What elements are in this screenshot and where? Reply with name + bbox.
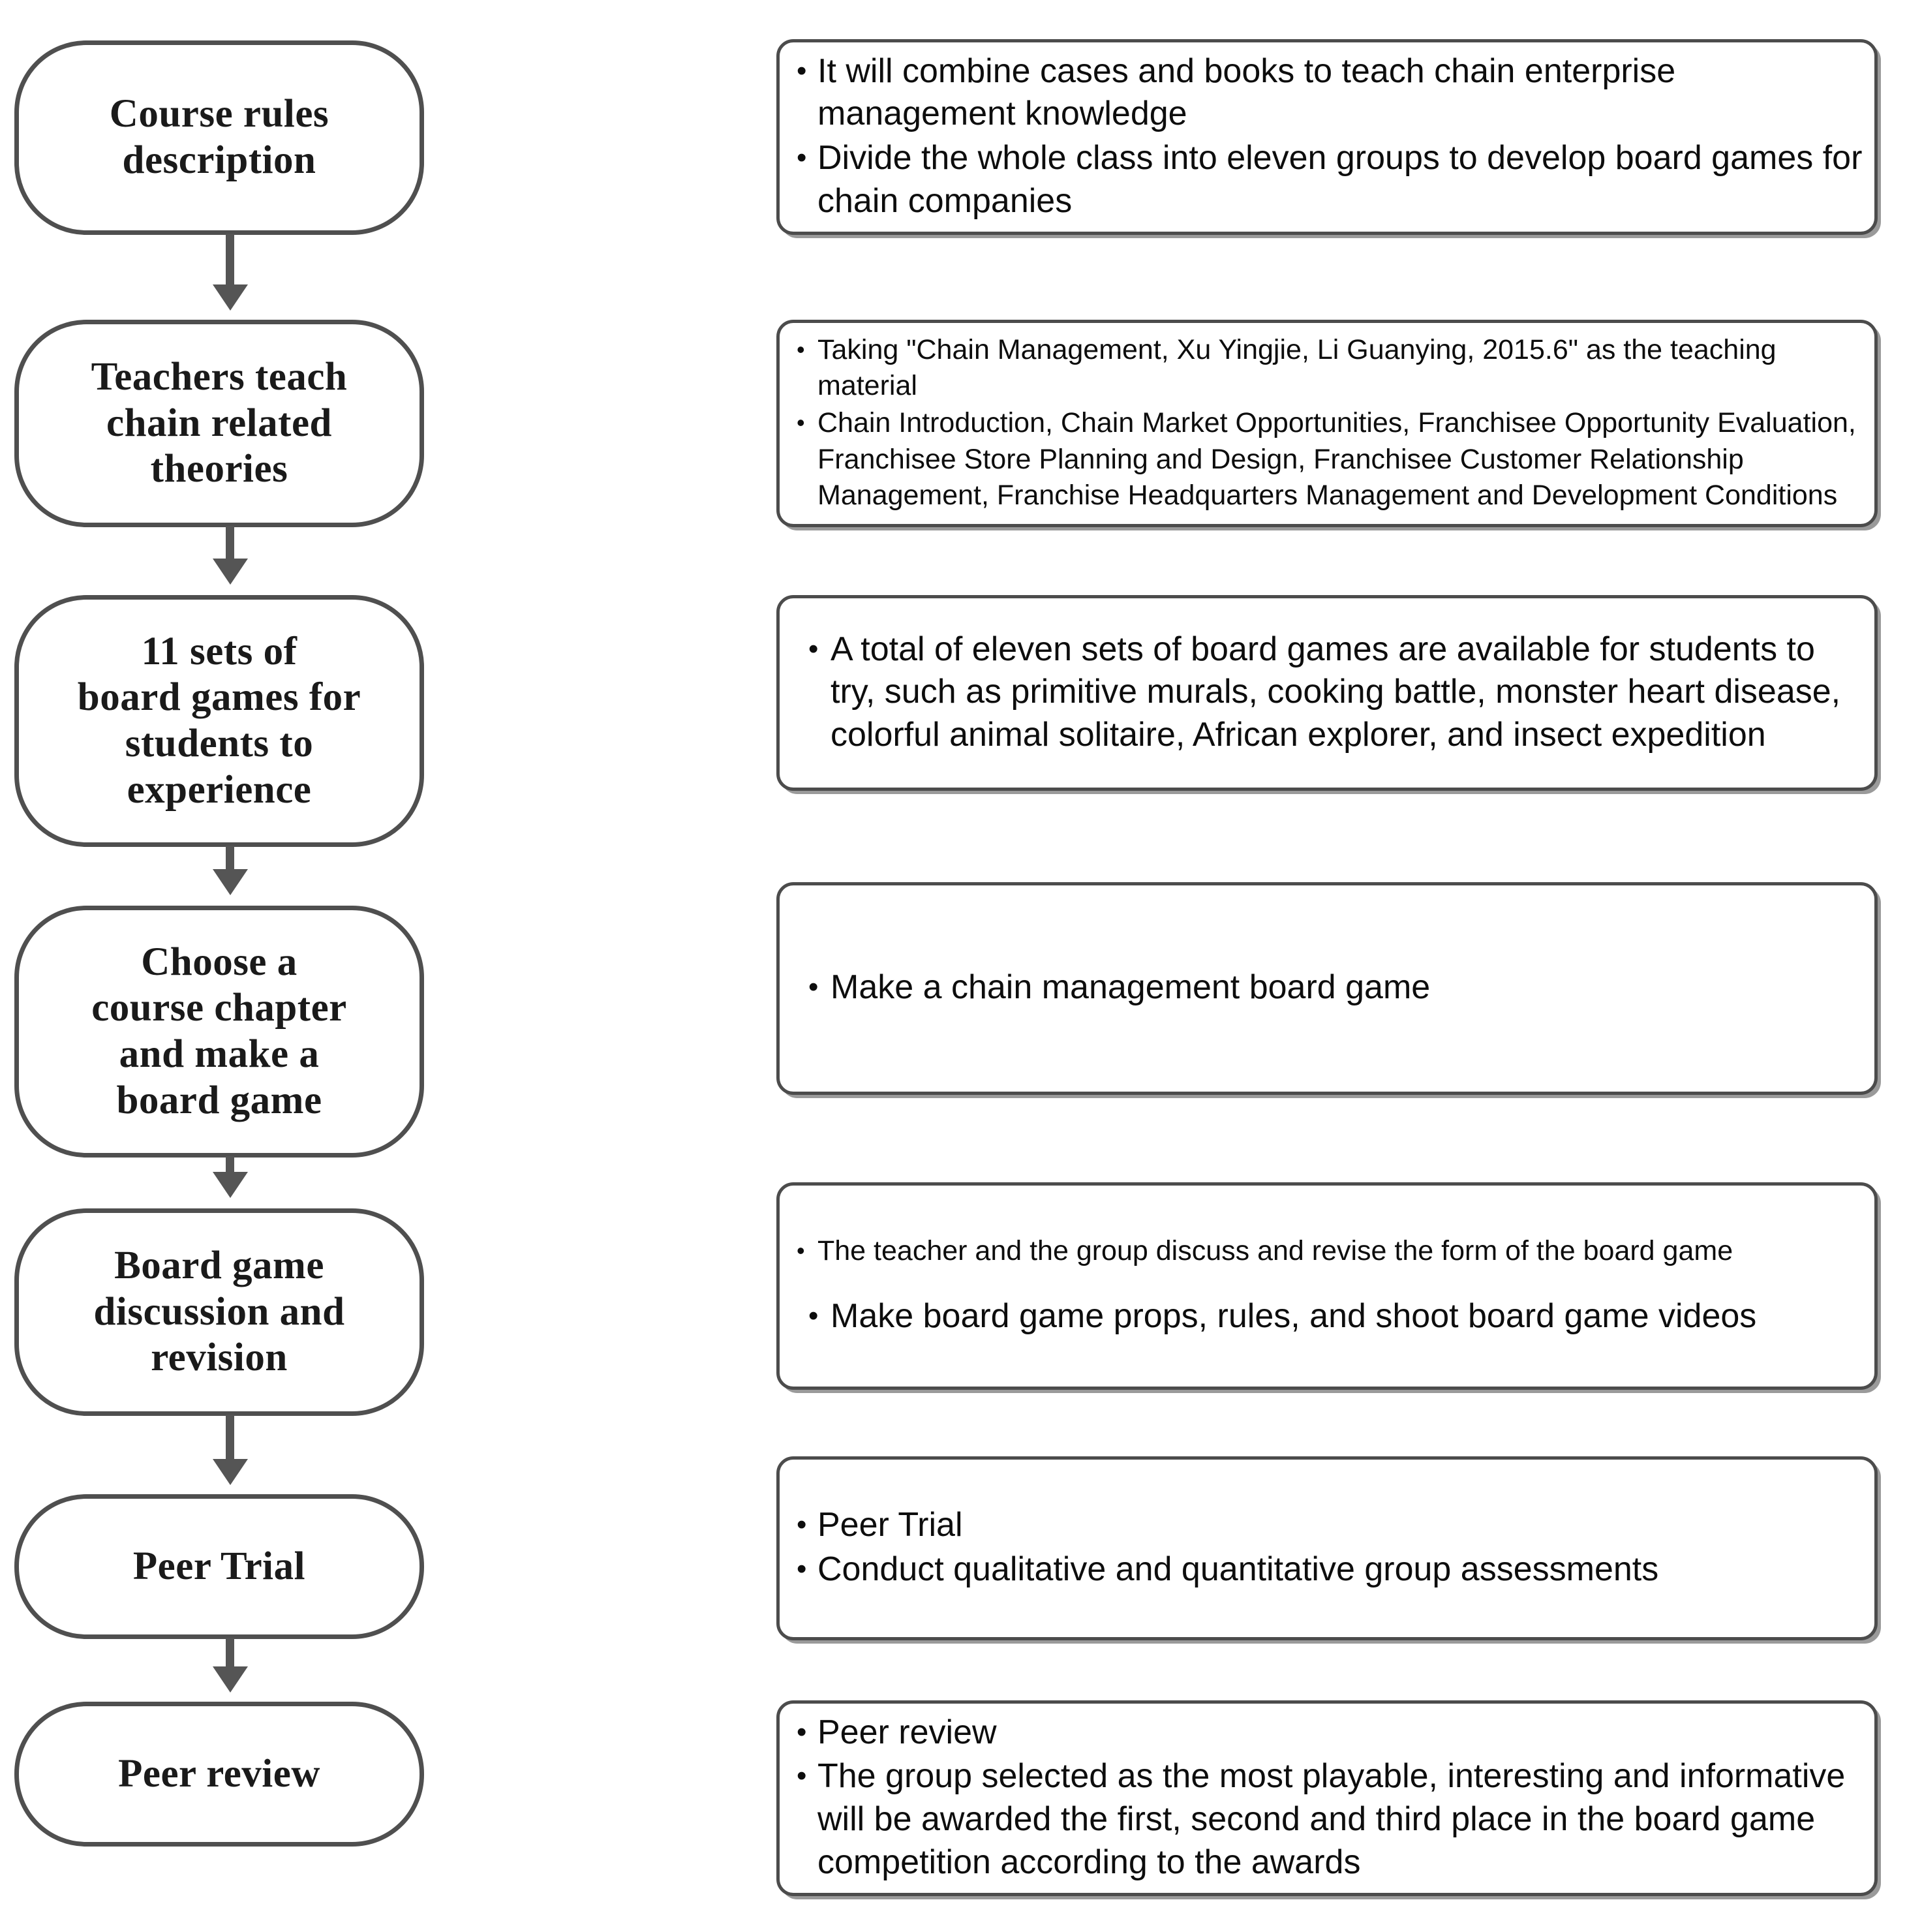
bullet-list: Peer Trial Conduct qualitative and quant… — [791, 1504, 1863, 1592]
bullet-list: It will combine cases and books to teach… — [791, 50, 1863, 224]
detail-box-course-rules-description: It will combine cases and books to teach… — [776, 39, 1878, 235]
bullet-item: Taking "Chain Management, Xu Yingjie, Li… — [791, 332, 1863, 404]
flow-node-board-games-experience[interactable]: 11 sets of board games for students to e… — [14, 595, 424, 847]
bullet-item: Divide the whole class into eleven group… — [791, 137, 1863, 222]
bullet-item: Make board game props, rules, and shoot … — [791, 1295, 1863, 1338]
flow-arrow-6 — [226, 1638, 234, 1676]
flow-node-label: Peer Trial — [132, 1544, 306, 1588]
flow-node-peer-review[interactable]: Peer review — [14, 1702, 424, 1847]
bullet-item: Make a chain management board game — [791, 966, 1863, 1009]
bullet-list: Peer review The group selected as the mo… — [791, 1711, 1863, 1885]
flow-arrow-2 — [226, 526, 234, 568]
flow-node-label: Board game discussion and revision — [93, 1243, 345, 1380]
flow-node-label: Course rules description — [109, 92, 329, 182]
bullet-item: The teacher and the group discuss and re… — [791, 1233, 1863, 1269]
bullet-item: The group selected as the most playable,… — [791, 1755, 1863, 1884]
bullet-item: Chain Introduction, Chain Market Opportu… — [791, 405, 1863, 513]
flow-arrow-3 — [226, 846, 234, 878]
detail-box-peer-review: Peer review The group selected as the mo… — [776, 1700, 1878, 1896]
bullet-item: It will combine cases and books to teach… — [791, 50, 1863, 136]
bullet-item: Peer review — [791, 1711, 1863, 1755]
flow-node-label: 11 sets of board games for students to e… — [77, 629, 361, 812]
bullet-list: A total of eleven sets of board games ar… — [791, 628, 1863, 758]
flow-arrow-5 — [226, 1415, 234, 1468]
flow-arrow-1 — [226, 234, 234, 294]
bullet-list: Taking "Chain Management, Xu Yingjie, Li… — [791, 332, 1863, 514]
bullet-item: Conduct qualitative and quantitative gro… — [791, 1548, 1863, 1591]
flow-node-board-game-discussion[interactable]: Board game discussion and revision — [14, 1208, 424, 1416]
detail-box-board-games-experience: A total of eleven sets of board games ar… — [776, 595, 1878, 791]
flow-node-peer-trial[interactable]: Peer Trial — [14, 1494, 424, 1639]
flow-node-label: Peer review — [118, 1751, 320, 1796]
flow-arrow-4 — [226, 1156, 234, 1181]
detail-box-peer-trial: Peer Trial Conduct qualitative and quant… — [776, 1456, 1878, 1640]
detail-box-board-game-discussion: The teacher and the group discuss and re… — [776, 1182, 1878, 1390]
bullet-list: Make a chain management board game — [791, 966, 1863, 1011]
flow-node-teachers-teach-theories[interactable]: Teachers teach chain related theories — [14, 320, 424, 527]
bullet-item: Peer Trial — [791, 1504, 1863, 1547]
flow-node-choose-chapter-make-game[interactable]: Choose a course chapter and make a board… — [14, 906, 424, 1158]
flow-node-course-rules-description[interactable]: Course rules description — [14, 40, 424, 235]
bullet-list: The teacher and the group discuss and re… — [791, 1233, 1863, 1340]
detail-box-choose-chapter-make-game: Make a chain management board game — [776, 882, 1878, 1095]
bullet-item: A total of eleven sets of board games ar… — [791, 628, 1863, 757]
flow-node-label: Choose a course chapter and make a board… — [91, 940, 347, 1122]
detail-box-teachers-teach-theories: Taking "Chain Management, Xu Yingjie, Li… — [776, 320, 1878, 527]
flow-node-label: Teachers teach chain related theories — [91, 354, 348, 491]
